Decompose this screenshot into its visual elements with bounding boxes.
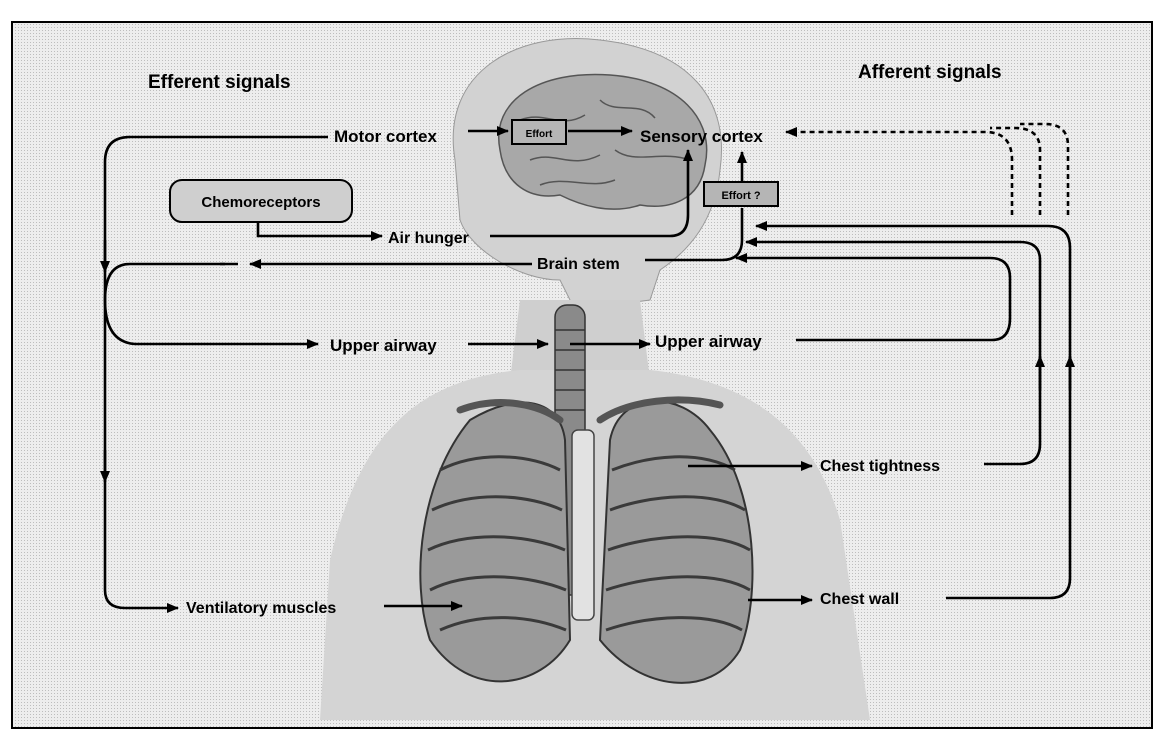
chest-tightness-label: Chest tightness [820,458,940,475]
brain-stem-label: Brain stem [537,256,620,273]
effort-label: Effort [526,129,553,140]
motor-cortex-label: Motor cortex [334,127,438,146]
upper-airway-right-label: Upper airway [655,332,762,351]
chest-wall-label: Chest wall [820,591,899,608]
sensory-cortex-label: Sensory cortex [640,127,763,146]
air-hunger-label: Air hunger [388,230,469,247]
ventilatory-muscles-label: Ventilatory muscles [186,600,336,617]
upper-airway-left-label: Upper airway [330,336,437,355]
effort-question-label: Effort ? [721,190,760,202]
chemoreceptors-label: Chemoreceptors [201,194,320,211]
afferent-heading: Afferent signals [858,62,1002,83]
sternum [572,430,594,620]
efferent-heading: Efferent signals [148,72,291,93]
